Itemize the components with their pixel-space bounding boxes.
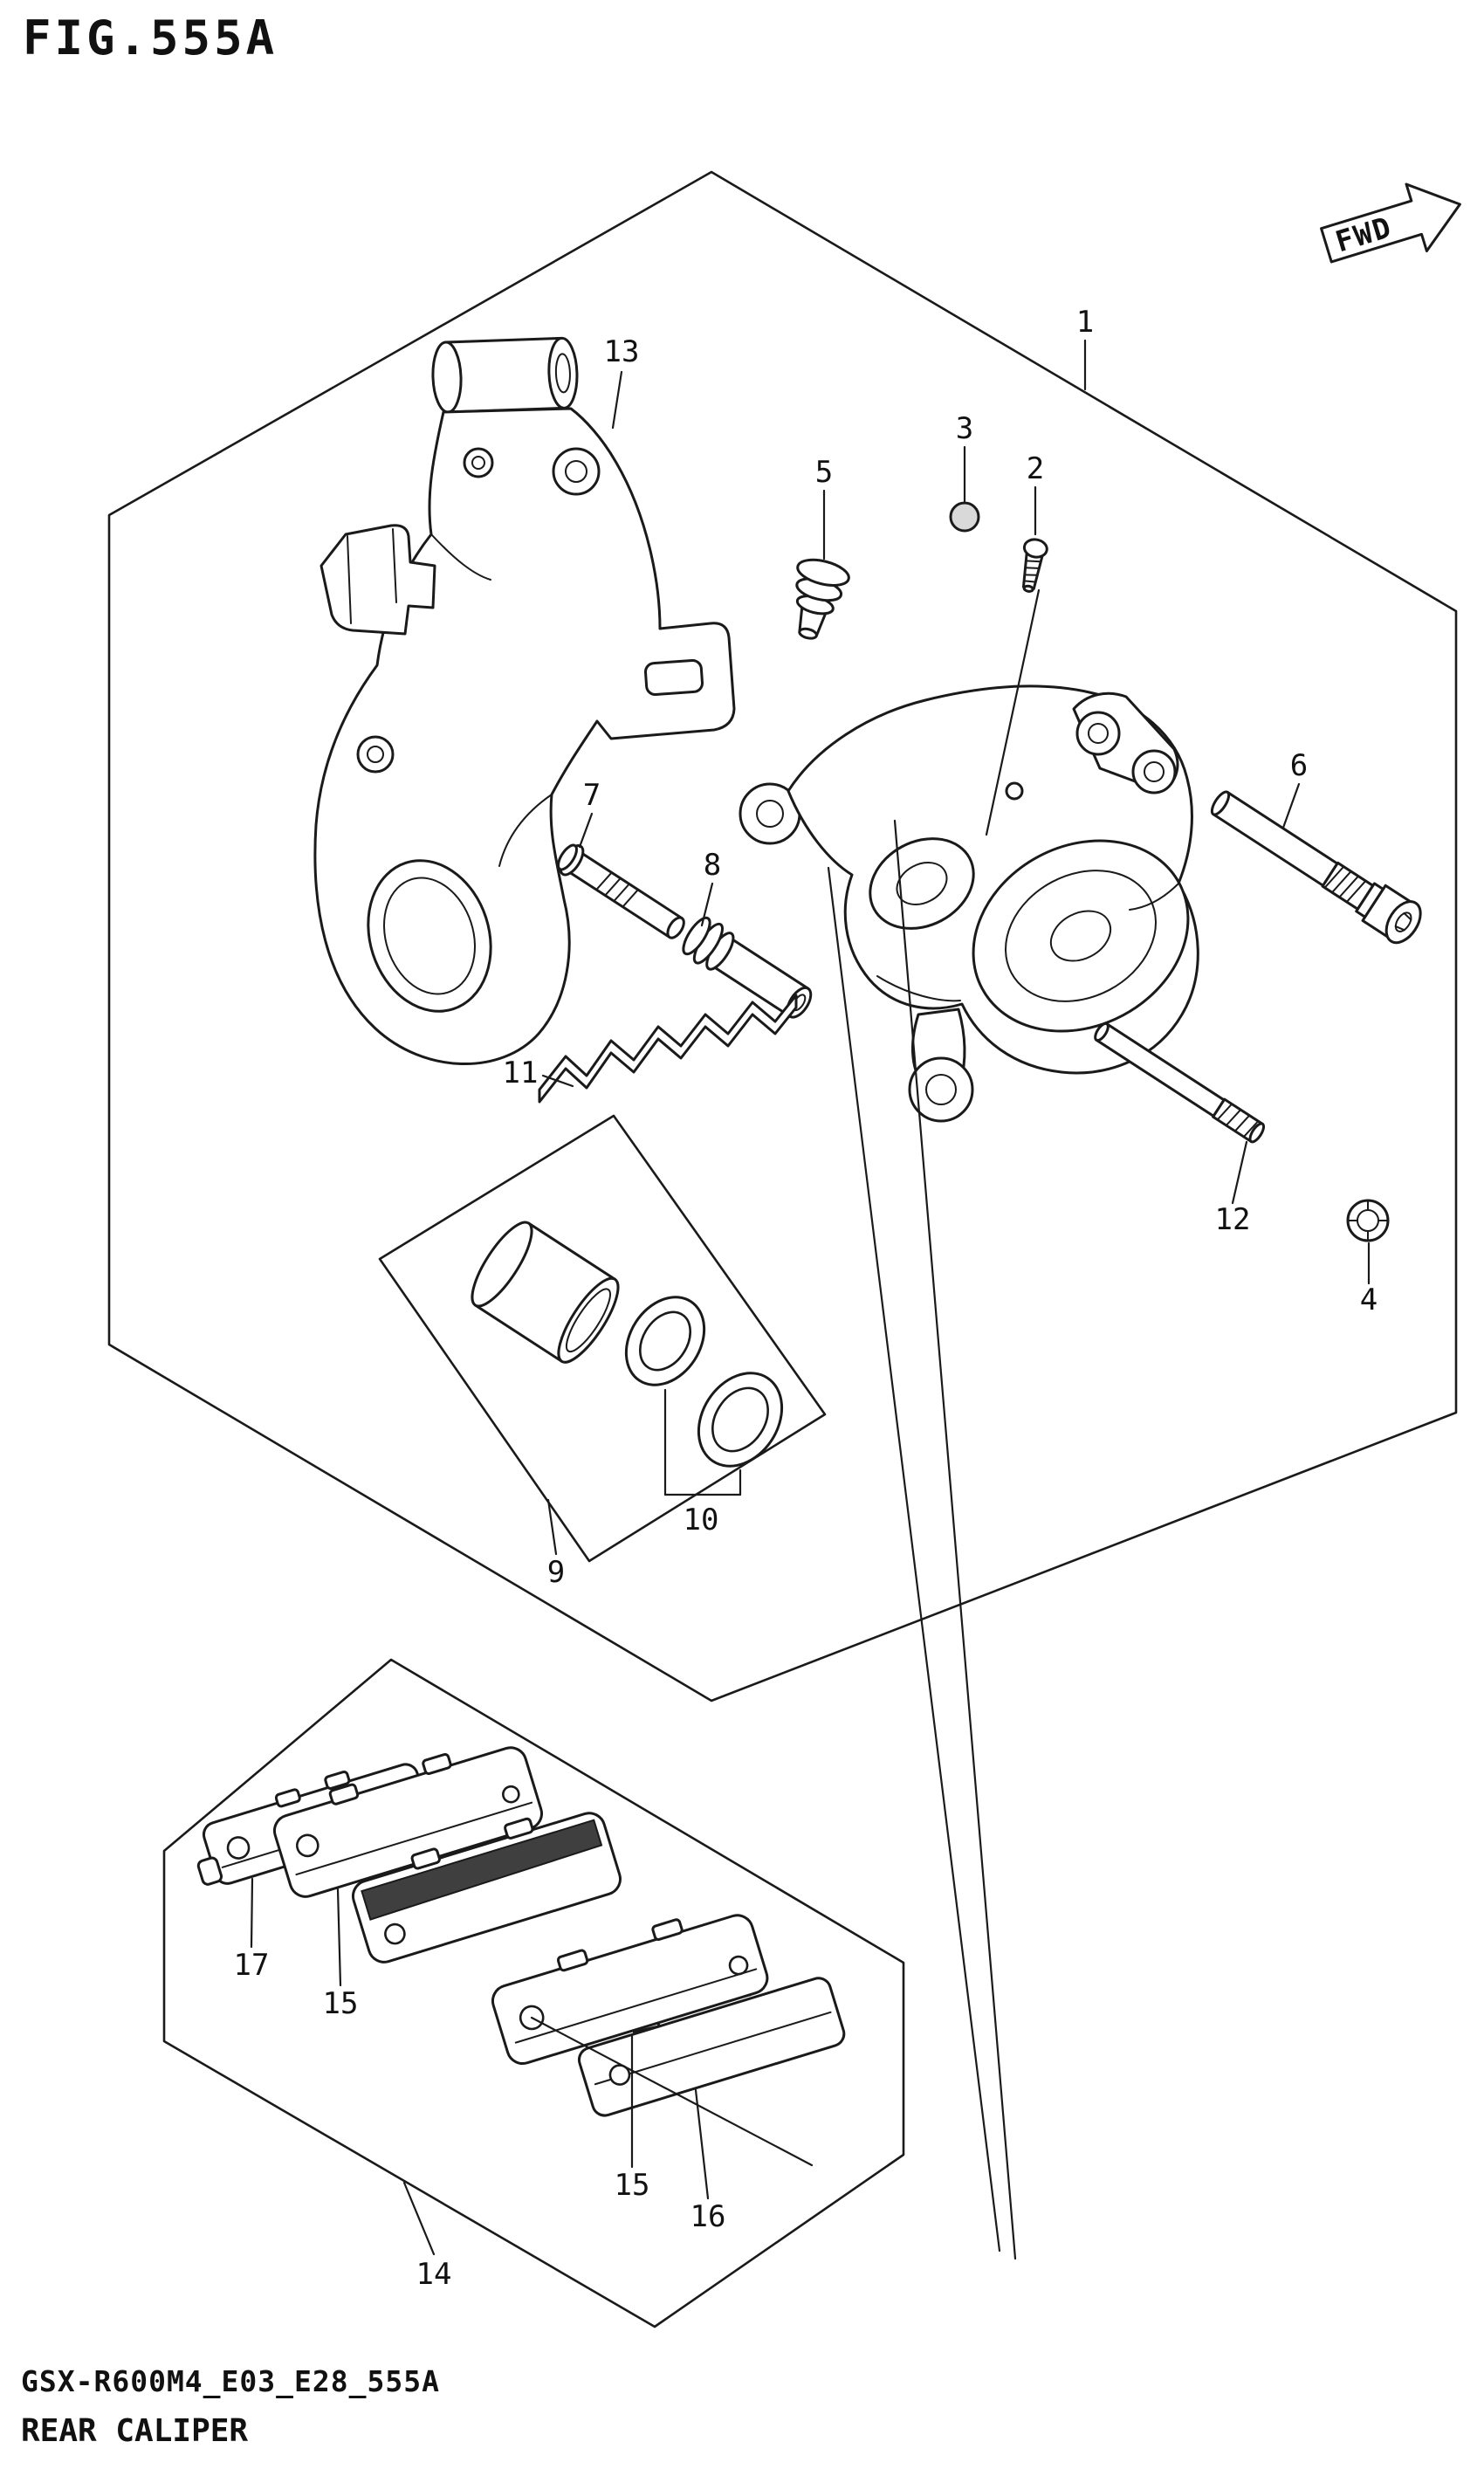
callout-9-label: 9 bbox=[547, 1555, 565, 1590]
figure-title: FIG.555A bbox=[23, 10, 278, 65]
leader-line bbox=[578, 812, 594, 849]
callout-12: 12 bbox=[1215, 1140, 1251, 1237]
callout-3: 3 bbox=[956, 411, 973, 503]
projection-line-left bbox=[827, 866, 1001, 2253]
callout-7: 7 bbox=[578, 778, 601, 849]
fwd-arrow-shape bbox=[1320, 182, 1461, 264]
dust-seal-ring bbox=[697, 1372, 784, 1468]
part-5-boot bbox=[795, 558, 850, 640]
callout-17-label: 17 bbox=[234, 1948, 270, 1983]
callout-4: 4 bbox=[1360, 1242, 1378, 1317]
leader-line bbox=[1281, 782, 1301, 829]
part-3-bleeder-cap bbox=[949, 501, 980, 533]
brake-pad-set-boundary bbox=[162, 1658, 905, 2328]
callout-15a: 15 bbox=[323, 1888, 359, 2021]
pad-friction-face bbox=[351, 1812, 622, 1964]
callout-12-label: 12 bbox=[1215, 1202, 1251, 1237]
piston-seal-ring bbox=[624, 1296, 706, 1386]
leader-line bbox=[402, 2181, 436, 2256]
part-12-pad-pin bbox=[1094, 1021, 1266, 1144]
leader-line bbox=[611, 370, 623, 430]
callout-6: 6 bbox=[1281, 748, 1308, 829]
part-10-piston-seals bbox=[624, 1296, 784, 1468]
pad-pin-detail-line bbox=[530, 2016, 814, 2167]
part-1-caliper-body bbox=[739, 684, 1199, 1123]
part-7-slide-pin bbox=[556, 843, 685, 939]
callout-11-label: 11 bbox=[503, 1056, 539, 1090]
callout-2: 2 bbox=[1027, 451, 1044, 536]
callout-15a-label: 15 bbox=[323, 1986, 359, 2021]
bracket-pad-rail-slot bbox=[643, 658, 704, 697]
callout-17: 17 bbox=[234, 1877, 270, 1983]
callout-14: 14 bbox=[402, 2181, 452, 2292]
callout-4-label: 4 bbox=[1360, 1283, 1378, 1317]
caliper-piston-bore bbox=[869, 837, 975, 930]
callout-5-label: 5 bbox=[815, 455, 833, 490]
callout-1-label: 1 bbox=[1076, 305, 1094, 340]
projection-line-right bbox=[893, 819, 1017, 2260]
caliper-outer-face bbox=[972, 839, 1190, 1033]
callout-10: 10 bbox=[663, 1388, 742, 1537]
bracket-axle-hole bbox=[367, 859, 492, 1013]
callout-11: 11 bbox=[503, 1056, 574, 1090]
leader-line bbox=[541, 1074, 574, 1088]
footer-caption: REAR CALIPER bbox=[21, 2413, 249, 2449]
part-8-pin-boot bbox=[682, 916, 813, 1019]
callout-2-label: 2 bbox=[1027, 451, 1044, 486]
piston-seal-kit-box bbox=[378, 1114, 827, 1563]
part-13-bracket bbox=[313, 336, 736, 1065]
callout-16: 16 bbox=[690, 2088, 726, 2234]
callout-8-label: 8 bbox=[704, 848, 721, 883]
bleeder-boss bbox=[1005, 781, 1024, 801]
leader-line bbox=[1231, 1140, 1248, 1205]
bracket-small-hole bbox=[356, 735, 395, 774]
callout-8: 8 bbox=[700, 848, 721, 927]
callout-1: 1 bbox=[1076, 305, 1094, 391]
leader-line bbox=[250, 1877, 254, 1949]
part-9-piston bbox=[471, 1221, 620, 1364]
part-2-bleeder-valve bbox=[985, 538, 1048, 836]
footer-part-code: GSX-R600M4_E03_E28_555A bbox=[21, 2364, 440, 2398]
callout-16-label: 16 bbox=[690, 2199, 726, 2234]
leader-line bbox=[700, 882, 714, 927]
callout-15b-label: 15 bbox=[615, 2168, 650, 2203]
callout-3-label: 3 bbox=[956, 411, 973, 446]
callout-9: 9 bbox=[546, 1498, 565, 1590]
callout-13-label: 13 bbox=[604, 334, 640, 369]
part-15-pad-a bbox=[272, 1746, 543, 1898]
bracket-bushing bbox=[431, 336, 579, 414]
bracket-pin-boss-hole bbox=[552, 447, 601, 496]
callout-13: 13 bbox=[604, 334, 640, 430]
callout-6-label: 6 bbox=[1290, 748, 1308, 783]
callout-7-label: 7 bbox=[583, 778, 601, 813]
part-6-caliper-axle-bolt bbox=[1210, 790, 1422, 945]
leader-line bbox=[546, 1498, 558, 1556]
part-11-pad-spring bbox=[538, 994, 798, 1104]
part-4-pin-seal bbox=[1346, 1199, 1390, 1242]
callout-10-label: 10 bbox=[684, 1503, 719, 1537]
callout-5: 5 bbox=[815, 455, 833, 561]
fwd-direction-arrow: FWD bbox=[1320, 182, 1461, 264]
leader-line bbox=[694, 2088, 710, 2200]
callout-15b: 15 bbox=[615, 2034, 650, 2203]
fwd-label: FWD bbox=[1331, 210, 1396, 258]
leader-line bbox=[336, 1888, 342, 1987]
callout-14-label: 14 bbox=[416, 2257, 452, 2292]
main-assembly-boundary bbox=[107, 170, 1458, 1702]
